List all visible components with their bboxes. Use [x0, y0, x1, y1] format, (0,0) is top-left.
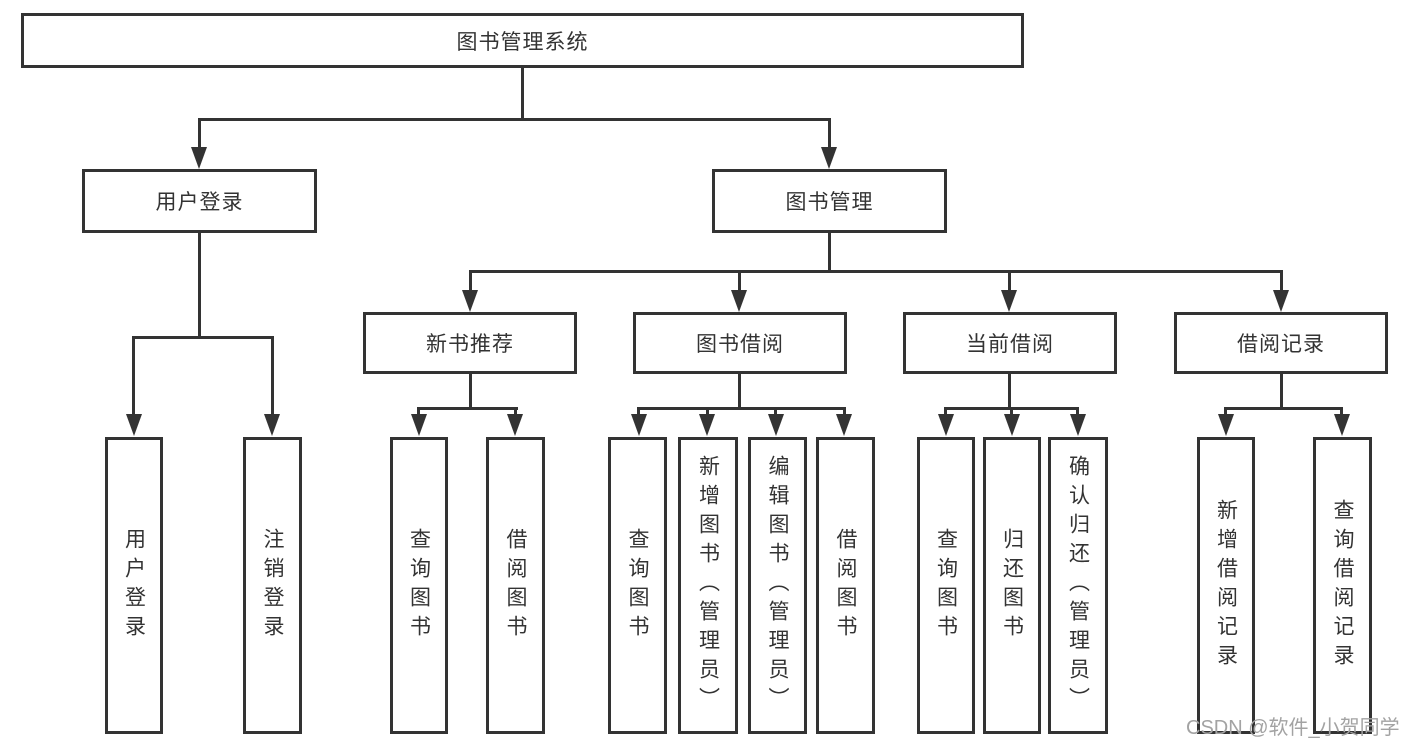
arrowhead-borrow-books-2 — [836, 414, 852, 436]
node-user-login: 用户登录 — [82, 169, 317, 233]
connector-level1-rail — [198, 118, 831, 121]
leaf-borrow-books-recommend: 借阅图书 — [486, 437, 545, 734]
arrowhead-borrow-records — [1273, 290, 1289, 312]
arrowhead-book-borrow — [731, 290, 747, 312]
leaf-return-books: 归还图书 — [983, 437, 1041, 734]
node-library-management-system: 图书管理系统 — [21, 13, 1024, 68]
leaf-query-books-borrowing: 查询图书 — [608, 437, 667, 734]
connector-drop-current-borrow — [1008, 270, 1011, 292]
node-label: 新增借阅记录 — [1214, 498, 1238, 673]
connector-drop — [1076, 407, 1079, 415]
connector-book-borrow-rail — [637, 407, 846, 410]
node-label: 新增图书（管理员） — [696, 455, 720, 716]
arrowhead-logout — [264, 414, 280, 436]
arrowhead-book-mgmt — [821, 147, 837, 169]
connector-drop — [706, 407, 709, 415]
node-label: 新书推荐 — [426, 333, 514, 356]
connector-book-borrow-stem — [738, 374, 741, 410]
leaf-confirm-return-admin: 确认归还（管理员） — [1048, 437, 1108, 734]
node-current-borrowing: 当前借阅 — [903, 312, 1117, 374]
csdn-watermark: CSDN @软件_小贺同学 — [1186, 717, 1400, 739]
leaf-add-books-admin: 新增图书（管理员） — [678, 437, 738, 734]
connector-level3-rail — [469, 270, 1283, 273]
leaf-logout: 注销登录 — [243, 437, 302, 734]
node-label: 编辑图书（管理员） — [766, 455, 789, 716]
leaf-query-books-current: 查询图书 — [917, 437, 975, 734]
connector-book-mgmt-stem — [828, 233, 831, 273]
node-label: 图书管理系统 — [456, 30, 589, 54]
node-label: 注销登录 — [261, 527, 284, 644]
node-label: 当前借阅 — [966, 333, 1054, 356]
node-label: 图书管理 — [785, 191, 874, 214]
arrowhead-return-books — [1004, 414, 1020, 436]
arrowhead-current-borrow — [1001, 290, 1017, 312]
connector-drop-book-borrow — [738, 270, 741, 292]
leaf-query-borrow-record: 查询借阅记录 — [1313, 437, 1372, 734]
node-label: 用户登录 — [155, 191, 244, 214]
connector-drop — [514, 407, 517, 415]
node-book-management: 图书管理 — [712, 169, 947, 233]
connector-user-login-stem — [198, 233, 201, 338]
node-label: 图书借阅 — [696, 333, 784, 356]
connector-drop — [417, 407, 420, 415]
node-label: 用户登录 — [122, 527, 146, 644]
connector-user-login-rail — [132, 336, 274, 339]
connector-drop-new-books — [469, 270, 472, 292]
arrowhead-query-books-3 — [938, 414, 954, 436]
node-new-book-recommend: 新书推荐 — [363, 312, 577, 374]
connector-drop — [944, 407, 947, 415]
connector-new-books-stem — [469, 374, 472, 410]
connector-drop — [774, 407, 777, 415]
node-book-borrowing: 图书借阅 — [633, 312, 847, 374]
arrowhead-query-books-1 — [411, 414, 427, 436]
connector-drop-book-mgmt — [828, 118, 831, 150]
node-label: 查询图书 — [407, 527, 431, 644]
arrowhead-query-books-2 — [631, 414, 647, 436]
arrowhead-new-books — [462, 290, 478, 312]
connector-drop — [843, 407, 846, 415]
arrowhead-add-record — [1218, 414, 1234, 436]
connector-drop-login — [132, 336, 135, 414]
leaf-query-books-recommend: 查询图书 — [390, 437, 448, 734]
node-label: 查询借阅记录 — [1331, 498, 1354, 673]
node-borrowing-records: 借阅记录 — [1174, 312, 1388, 374]
arrowhead-login — [126, 414, 142, 436]
arrowhead-query-record — [1334, 414, 1350, 436]
node-label: 借阅图书 — [834, 527, 857, 644]
connector-new-books-rail — [417, 407, 518, 410]
connector-drop-user-login — [198, 118, 201, 150]
node-label: 借阅图书 — [504, 527, 527, 644]
leaf-borrow-books-borrowing: 借阅图书 — [816, 437, 875, 734]
arrowhead-confirm-return — [1070, 414, 1086, 436]
leaf-user-login: 用户登录 — [105, 437, 163, 734]
connector-drop — [1224, 407, 1227, 415]
node-label: 确认归还（管理员） — [1066, 455, 1090, 716]
connector-drop-borrow-records — [1280, 270, 1283, 292]
arrowhead-add-books — [699, 414, 715, 436]
node-label: 归还图书 — [1000, 527, 1024, 644]
node-label: 查询图书 — [934, 527, 958, 644]
connector-drop — [1340, 407, 1343, 415]
connector-root-stem — [521, 68, 524, 121]
connector-borrow-records-rail — [1224, 407, 1342, 410]
arrowhead-borrow-books-1 — [507, 414, 523, 436]
connector-borrow-records-stem — [1280, 374, 1283, 410]
node-label: 查询图书 — [626, 527, 649, 644]
connector-drop — [637, 407, 640, 415]
connector-current-borrow-stem — [1008, 374, 1011, 410]
connector-drop — [1010, 407, 1013, 415]
connector-drop-logout — [271, 336, 274, 414]
arrowhead-edit-books — [768, 414, 784, 436]
leaf-edit-books-admin: 编辑图书（管理员） — [748, 437, 807, 734]
leaf-add-borrow-record: 新增借阅记录 — [1197, 437, 1255, 734]
node-label: 借阅记录 — [1237, 333, 1325, 356]
arrowhead-user-login — [191, 147, 207, 169]
